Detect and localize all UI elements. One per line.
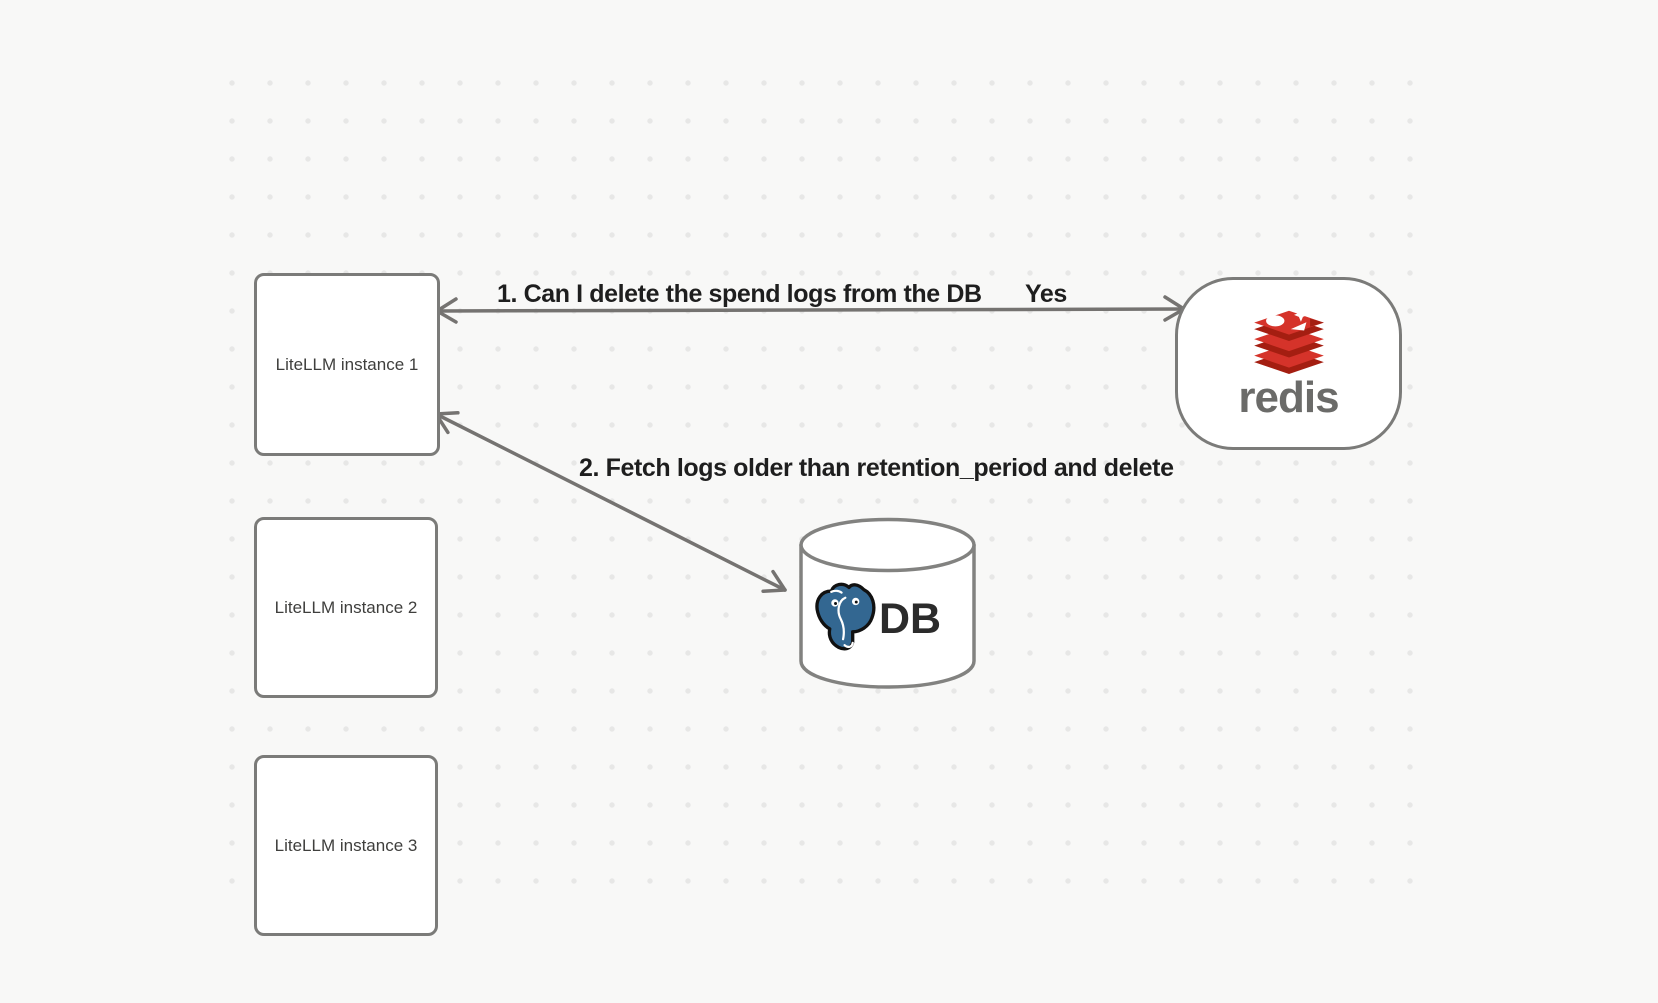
edge-1-label: 1. Can I delete the spend logs from the … <box>497 280 982 308</box>
postgresql-elephant-icon <box>815 582 876 651</box>
redis-logo-icon <box>1253 308 1324 374</box>
db-label: DB <box>879 595 942 643</box>
edge-2-label: 2. Fetch logs older than retention_perio… <box>579 454 1174 482</box>
node-litellm-instance-3[interactable]: LiteLLM instance 3 <box>254 755 438 936</box>
node-litellm-instance-1[interactable]: LiteLLM instance 1 <box>254 273 440 456</box>
edge-1-reply-label: Yes <box>1025 280 1067 308</box>
node-redis[interactable]: redis <box>1175 277 1402 450</box>
redis-wordmark: redis <box>1238 373 1339 422</box>
node-label: LiteLLM instance 1 <box>275 354 419 374</box>
node-litellm-instance-2[interactable]: LiteLLM instance 2 <box>254 517 438 698</box>
node-label: LiteLLM instance 3 <box>274 835 418 855</box>
node-label: LiteLLM instance 2 <box>274 597 418 617</box>
node-db-cylinder[interactable] <box>799 517 976 691</box>
edge-2-arrow[interactable] <box>434 411 787 593</box>
